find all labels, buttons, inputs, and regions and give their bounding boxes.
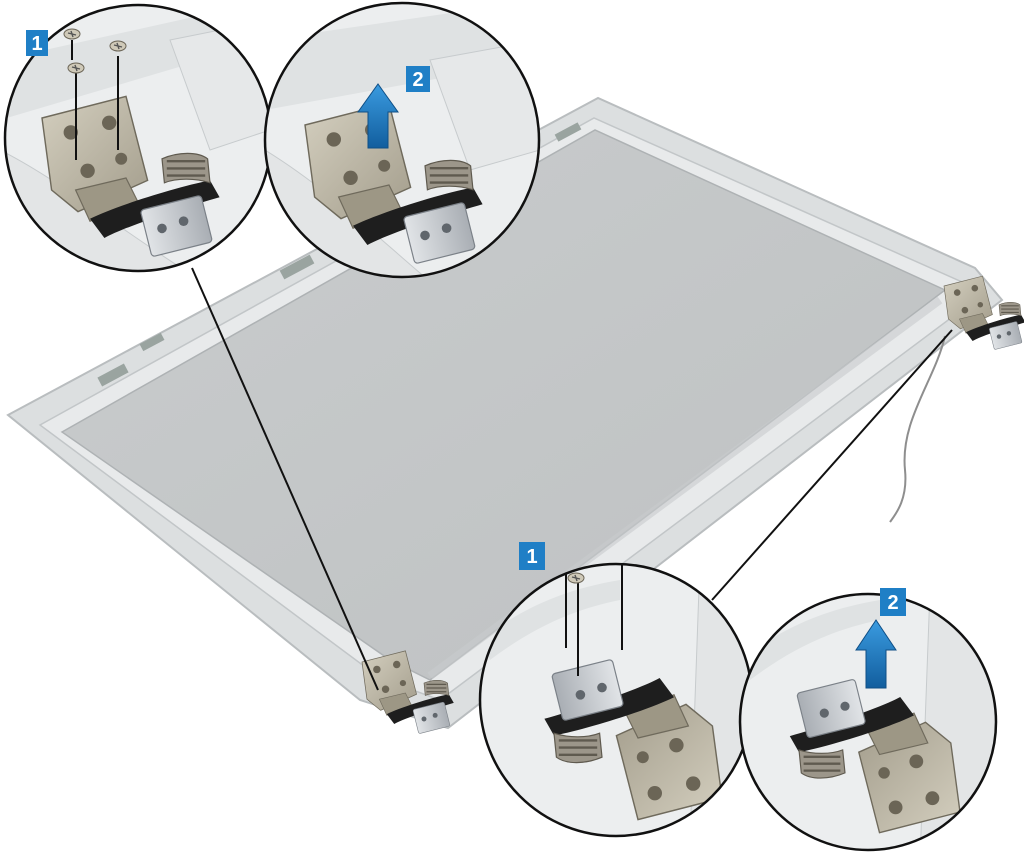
- display-back-cover: [6, 96, 1004, 730]
- step-badge-1-bottom: 1: [519, 542, 545, 570]
- svg-text:2: 2: [412, 69, 423, 91]
- board-component: [97, 363, 129, 387]
- screw-icon: [63, 28, 81, 40]
- leader-line-right: [711, 329, 953, 601]
- svg-text:1: 1: [31, 33, 42, 55]
- antenna-cable: [889, 335, 946, 523]
- step-badge-1-top: 1: [26, 30, 48, 56]
- callout-top-right: [263, 1, 541, 279]
- step-badge-2-top: 2: [406, 66, 430, 92]
- screw-icon: [67, 62, 85, 74]
- board-component: [554, 122, 582, 142]
- leader-line-left: [191, 267, 379, 691]
- board-component: [279, 254, 315, 280]
- callout-top-left: [3, 3, 273, 273]
- board-component: [139, 332, 165, 352]
- callout-bottom-right: [738, 592, 998, 852]
- svg-text:1: 1: [526, 546, 537, 568]
- svg-text:2: 2: [887, 592, 898, 614]
- right-hinge-installed: [943, 275, 1024, 351]
- screw-icon: [109, 40, 127, 52]
- screw-icon: [567, 572, 585, 584]
- step-badge-2-bottom: 2: [880, 588, 906, 616]
- lift-arrow-icon: [357, 83, 399, 149]
- lift-arrow-icon: [855, 619, 897, 689]
